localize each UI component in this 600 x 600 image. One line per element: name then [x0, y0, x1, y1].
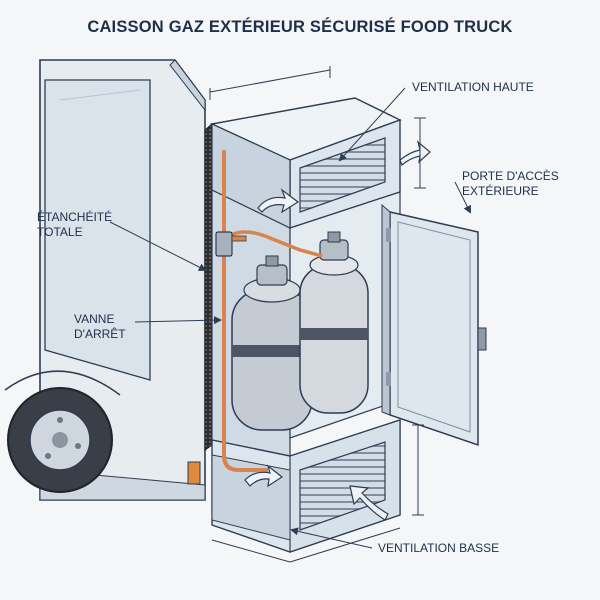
gas-pipe: [222, 150, 268, 472]
gas-bottle-icon: [231, 255, 313, 431]
label-porte-acces-line1: PORTE D'ACCÈS: [462, 169, 559, 183]
door-latch: [477, 327, 487, 351]
label-porte-acces-line2: EXTÉRIEURE: [462, 184, 539, 198]
door-hinge: [386, 228, 391, 242]
label-vanne-line1: VANNE: [74, 312, 115, 326]
marker-light: [187, 461, 201, 485]
callout-leaders: [109, 87, 471, 549]
label-vanne-line2: D'ARRÊT: [74, 327, 126, 341]
airflow-arrow-icon: [244, 140, 431, 521]
food-truck: [4, 59, 206, 501]
label-vanne: VANNE D'ARRÊT: [74, 312, 126, 342]
door-hinge: [386, 372, 391, 386]
gas-locker: [204, 97, 487, 553]
wheel-icon: [7, 387, 113, 493]
upper-vent-grille: [299, 137, 386, 213]
label-ventilation-basse: VENTILATION BASSE: [378, 541, 500, 555]
label-etancheite-line1: ÉTANCHÉITÉ: [37, 210, 113, 224]
label-porte-acces: PORTE D'ACCÈS EXTÉRIEURE: [462, 169, 559, 199]
access-door: [381, 203, 487, 447]
shutoff-valve-icon: [215, 231, 247, 257]
seal-gasket: [204, 122, 213, 451]
truck-window: [44, 79, 151, 381]
lower-vent-grille: [299, 441, 386, 531]
dimension-lines: [209, 66, 426, 563]
label-etancheite: ÉTANCHÉITÉ TOTALE: [37, 210, 112, 240]
diagram-title: CAISSON GAZ EXTÉRIEUR SÉCURISÉ FOOD TRUC…: [87, 18, 513, 36]
label-ventilation-haute: VENTILATION HAUTE: [412, 80, 534, 94]
gas-bottle-icon: [299, 231, 369, 414]
label-etancheite-line2: TOTALE: [37, 225, 83, 239]
